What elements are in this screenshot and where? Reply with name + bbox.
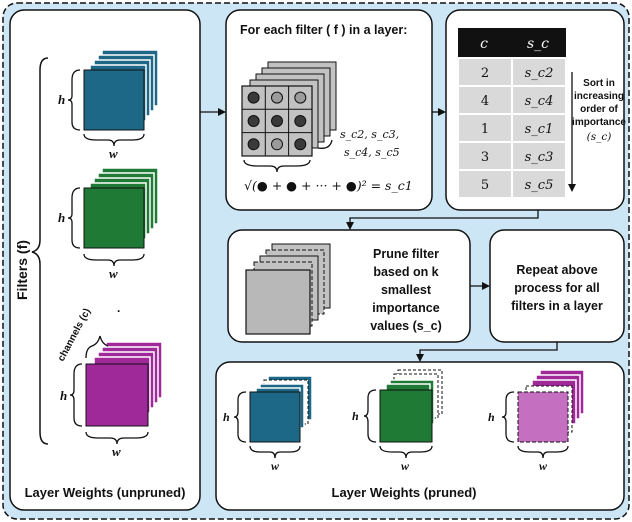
- table-row-s: s_c3: [525, 150, 554, 165]
- sort-text-line: order of: [580, 104, 618, 115]
- svg-text:h: h: [488, 410, 495, 424]
- prune-text-line: smallest: [381, 283, 432, 297]
- svg-text:w: w: [271, 459, 280, 473]
- front-kernel-grid: [241, 85, 313, 157]
- sort-text-line: Sort in: [583, 78, 615, 89]
- prune-text-line: based on k: [373, 265, 438, 279]
- channel-scores-line1: s_c2, s_c3,: [340, 128, 399, 141]
- svg-text:w: w: [539, 459, 548, 473]
- prune-text-line: values (s_c): [370, 319, 442, 333]
- repeat-text-line: filters in a layer: [511, 299, 603, 313]
- table-row-c: 4: [481, 94, 489, 109]
- magenta-pruned-stack: h w: [488, 369, 585, 473]
- table-row-c: 2: [481, 66, 489, 81]
- table-row-c: 3: [481, 150, 489, 165]
- sort-text-line: importance: [572, 117, 626, 128]
- prune-text-line: Prune filter: [373, 247, 439, 261]
- step1-title: For each filter ( f ) in a layer:: [240, 23, 407, 37]
- blue-pruned-stack: h w: [223, 375, 313, 473]
- table-row-s: s_c2: [525, 66, 554, 81]
- ellipsis-dot: .: [117, 301, 120, 315]
- repeat-text-line: process for all: [514, 281, 599, 295]
- filters-side-label: Filters (f): [14, 240, 30, 300]
- channel-scores-line2: s_c4, s_c5: [344, 146, 400, 159]
- prune-text-line: importance: [372, 301, 439, 315]
- table-header-s: s_c: [527, 36, 549, 52]
- svg-text:h: h: [60, 388, 67, 403]
- svg-text:w: w: [401, 459, 410, 473]
- svg-text:h: h: [223, 410, 230, 424]
- norm-formula: √(● + ● + ··· + ●)² = s_c1: [244, 178, 413, 193]
- left-caption: Layer Weights (unpruned): [25, 485, 186, 500]
- repeat-text-line: Repeat above: [516, 263, 597, 277]
- svg-text:h: h: [58, 92, 65, 107]
- table-row-s: s_c5: [525, 178, 554, 193]
- svg-text:w: w: [109, 266, 118, 281]
- table-header-c: c: [480, 36, 488, 52]
- green-pruned-stack: h w: [352, 369, 443, 473]
- table-row-s: s_c1: [525, 122, 554, 137]
- table-row-c: 5: [481, 178, 489, 193]
- left-panel: Filters (f) h w h w .: [9, 9, 201, 511]
- sort-text-line: increasing: [574, 91, 624, 102]
- step3-panel: Prune filter based on k smallest importa…: [227, 229, 471, 343]
- bottom-panel: h w h w h w Layer Weigh: [215, 361, 625, 511]
- green-filter-stack: h w: [58, 167, 159, 281]
- magenta-filter-stack: channels (c) h w: [56, 307, 163, 459]
- filters-brace: [31, 57, 49, 445]
- table-row-c: 1: [481, 122, 489, 137]
- step2-panel: c s_c 2 s_c2 4 s_c4 1 s_c1 3 s_c3 5 s_c5…: [445, 9, 626, 211]
- bottom-caption: Layer Weights (pruned): [332, 485, 477, 500]
- svg-text:w: w: [109, 146, 118, 161]
- svg-text:h: h: [352, 409, 359, 423]
- sort-text-line: (s_c): [587, 131, 612, 143]
- importance-table: c s_c 2 s_c2 4 s_c4 1 s_c1 3 s_c3 5 s_c5: [457, 28, 567, 199]
- svg-text:w: w: [112, 444, 121, 459]
- blue-filter-stack: h w: [58, 49, 159, 161]
- step4-panel: Repeat above process for all filters in …: [489, 229, 625, 343]
- step1-panel: For each filter ( f ) in a layer: s_c2, …: [225, 9, 433, 211]
- table-row-s: s_c4: [525, 94, 554, 109]
- svg-text:h: h: [58, 210, 65, 225]
